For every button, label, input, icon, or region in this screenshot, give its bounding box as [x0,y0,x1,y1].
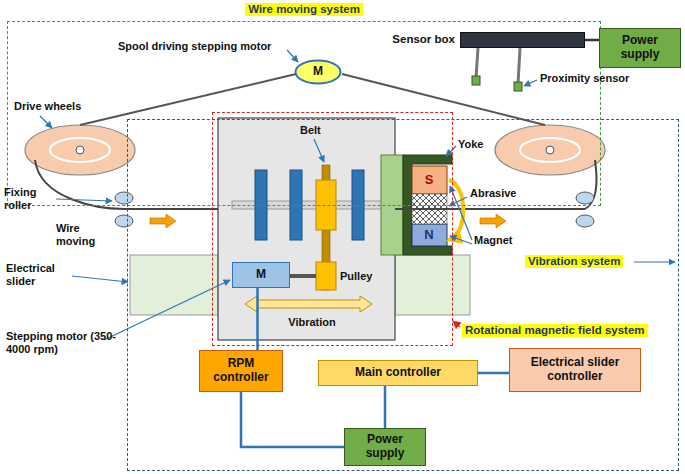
motor-ellipse: M [294,59,342,85]
drive-wheel [25,125,135,175]
magnet-s [412,166,447,194]
drive-wheel [50,138,110,162]
vibration-arrow [245,296,372,312]
region-title: Rotational magnetic field system [462,324,648,337]
vibration-housing [218,118,395,340]
wire-direction-arrow [480,214,506,228]
fixing-roller [115,192,133,204]
leader-line [56,199,112,201]
leader-line [634,261,675,262]
part-label: Spool driving stepping motor [118,40,271,53]
part-label: Wire moving [56,222,106,247]
yoke-plate [381,155,403,255]
pulley [316,262,336,290]
part-label: Belt [300,124,321,137]
fixing-roller [576,215,594,227]
pulley [316,180,336,290]
leader-line [453,321,460,327]
drive-wheel [495,125,605,175]
pulley [316,180,336,230]
shaft-cylinder [255,170,267,240]
electrical-slider [395,255,470,315]
box-label: Power supply [349,433,421,461]
fixing-roller [115,215,133,227]
leader-line [104,280,230,340]
region-outline: Vibration systemRotational magnetic fiel… [128,120,678,470]
shaft-cylinder [255,170,364,240]
region-outline: Rotational magnetic field systemM [213,113,452,345]
wire [395,208,452,210]
leader-line [446,146,456,156]
pole-letter: S [425,173,434,188]
sensor-box: Sensor box [460,32,585,48]
leader-line [40,50,675,340]
part-label: Magnet [474,234,513,247]
connector-wire [585,39,599,42]
box-label: M [256,268,266,282]
wire [395,208,585,210]
spool-belt [80,74,296,125]
controller-box: Electrical slider controller [509,348,641,392]
wire [35,160,124,209]
box-label: Power supply [604,34,676,62]
connector-wire [241,392,344,447]
fixing-roller [576,192,594,204]
part-label: Drive wheels [14,100,81,113]
region-outline: Wire moving systemMSensor box [8,22,600,205]
proximity-sensor [472,48,522,91]
motor-shaft [290,274,316,278]
connector-wire [478,372,509,375]
box-label: M [313,65,323,79]
box-label: Electrical slider controller [514,356,636,384]
leader-line [314,139,324,162]
shaft-cylinder [352,170,364,240]
leader-line [524,80,537,86]
controller-box: RPM controller [199,350,283,392]
part-label: Vibration [288,316,335,329]
leader-line [450,186,472,240]
drive-wheel [520,138,580,162]
electrical-slider [130,255,218,315]
part-label: Abrasive [470,187,516,200]
leader-line [72,276,128,282]
pole-letter: N [424,228,433,243]
box-label: Main controller [355,366,441,380]
connector-wire [384,386,387,428]
motor-box: M [232,262,290,288]
part-label: Yoke [458,138,483,151]
shaft-cylinder [290,170,302,240]
power-supply-box: Power supply [344,428,426,466]
wire-direction-arrow [150,214,176,228]
box-label: Sensor box [392,33,455,46]
part-label: Pulley [340,270,372,283]
region-title: Wire moving system [245,3,363,16]
drive-wheel [546,146,554,154]
part-label: Proximity sensor [540,72,629,85]
box-label: RPM controller [204,357,278,385]
part-label: Fixing roller [4,186,56,211]
leader-line [287,50,298,62]
controller-box: Main controller [318,360,478,386]
power-supply-box: Power supply [599,28,681,68]
proximity-sensor [514,82,522,91]
drive-wheel [76,146,84,154]
yoke [403,155,452,255]
proximity-sensor [476,48,520,84]
proximity-sensor [472,76,480,85]
wire [124,208,218,210]
region-title: Vibration system [525,255,623,268]
spool-belt [342,74,545,125]
magnet-n [412,224,447,246]
leader-line [40,116,52,128]
leader-line [450,236,472,244]
part-label: Stepping motor (350-4000 rpm) [6,330,116,355]
ellipse-outline [296,61,341,84]
part-label: Electrical slider [6,262,70,287]
connector-wire [256,288,259,350]
